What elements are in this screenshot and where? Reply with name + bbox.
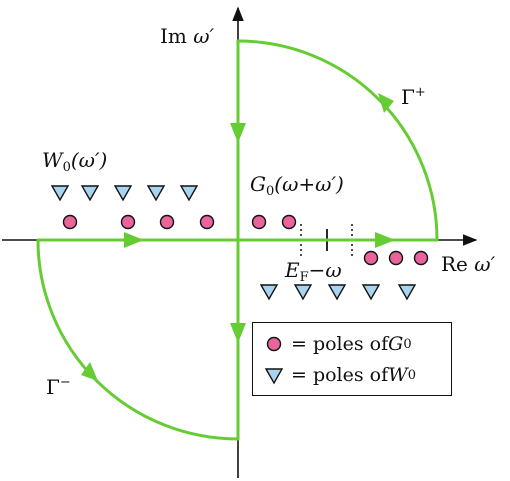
w0-pole [179, 185, 199, 202]
circle-pole-icon [266, 336, 282, 352]
w0-pole [361, 284, 381, 301]
g0-pole [363, 250, 379, 266]
arrow-real-left [124, 232, 144, 248]
real-axis-label: Re ω′ [441, 252, 496, 276]
w0-pole [259, 284, 279, 301]
arrow-upper-arc [378, 93, 394, 113]
w0-pole [293, 284, 313, 301]
imaginary-axis-label: Im ω′ [160, 24, 215, 48]
g0-pole [159, 214, 175, 230]
w0-pole [327, 284, 347, 301]
g0-pole [251, 214, 267, 230]
w0-label: W0(ω′) [42, 148, 108, 175]
w0-pole [50, 185, 70, 202]
contour-lower-arc [36, 238, 240, 441]
w0-pole [146, 185, 166, 202]
arrow-real-right [375, 232, 395, 248]
g0-pole [199, 214, 215, 230]
contour-upper-arc [236, 39, 439, 242]
w0-pole [397, 284, 417, 301]
arrow-imag-upper [230, 123, 246, 143]
arrow-imag-lower [230, 323, 246, 343]
g0-pole [413, 250, 429, 266]
g0-pole [388, 250, 404, 266]
w0-pole [80, 185, 100, 202]
g0-pole [62, 214, 78, 230]
g0-pole [120, 214, 136, 230]
g0-pole [281, 214, 297, 230]
fermi-energy-label: EF−ω [285, 258, 342, 285]
arrow-lower-arc [81, 362, 98, 381]
triangle-pole-icon [264, 368, 284, 385]
w0-pole [113, 185, 133, 202]
g0-label: G0(ω+ω′) [250, 172, 344, 199]
gamma-plus-label: Γ+ [401, 85, 426, 109]
gamma-minus-label: Γ− [46, 375, 71, 399]
